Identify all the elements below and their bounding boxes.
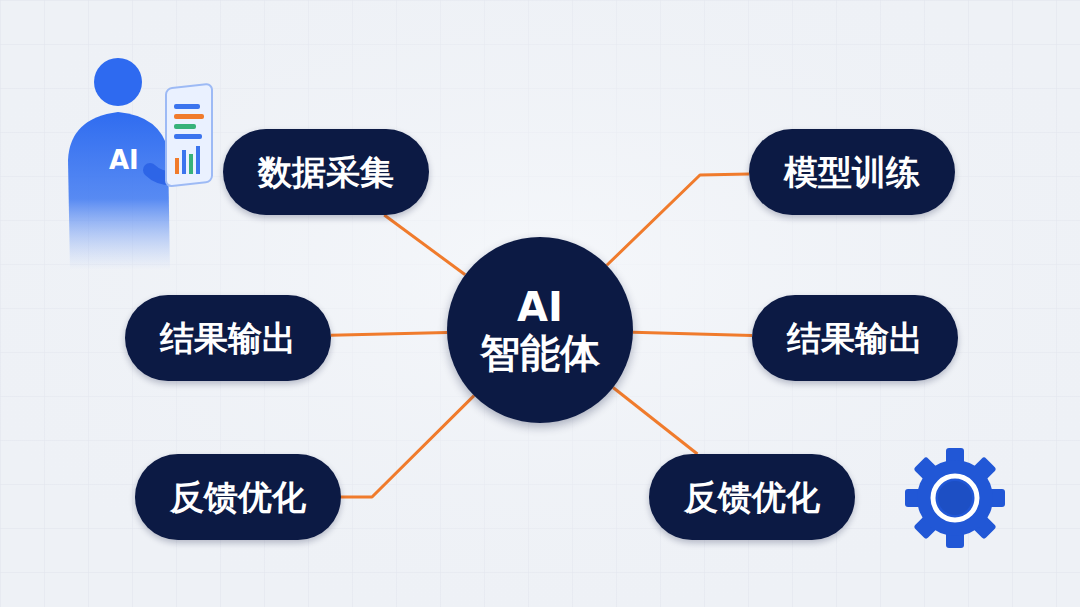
process-pill: 数据采集 <box>223 129 429 215</box>
node-label: 数据采集 <box>258 152 394 193</box>
center-circle: AI 智能体 <box>447 237 633 423</box>
process-pill: 反馈优化 <box>649 454 855 540</box>
node-label: AI 智能体 <box>467 284 613 376</box>
connector-line <box>331 332 447 335</box>
connector-line <box>384 215 465 275</box>
figure-label: AI <box>109 147 139 173</box>
process-pill: 结果输出 <box>125 295 331 381</box>
connector-line <box>341 396 474 497</box>
node-label: 反馈优化 <box>684 477 820 518</box>
connector-line <box>633 332 752 335</box>
node-label: 反馈优化 <box>170 477 306 518</box>
screen-panel <box>166 84 212 187</box>
connector-line <box>613 388 697 454</box>
ai-person-figure <box>68 58 212 270</box>
gear-icon <box>905 448 1005 548</box>
process-pill: 模型训练 <box>749 129 955 215</box>
connector-line <box>607 174 749 265</box>
process-pill: 结果输出 <box>752 295 958 381</box>
node-label: 模型训练 <box>784 152 920 193</box>
node-label: 结果输出 <box>787 318 923 359</box>
process-pill: 反馈优化 <box>135 454 341 540</box>
node-label: 结果输出 <box>160 318 296 359</box>
